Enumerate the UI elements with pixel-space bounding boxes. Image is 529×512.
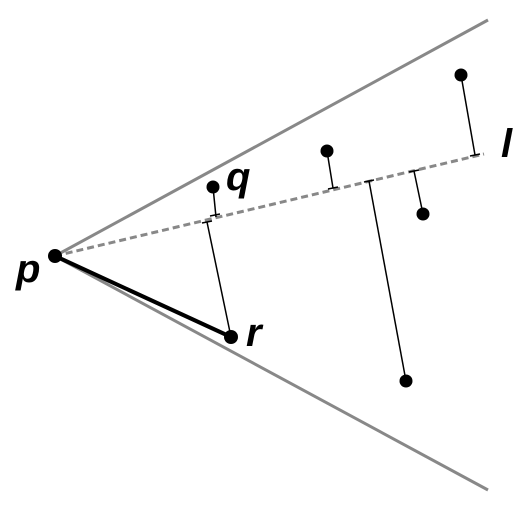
point-p (48, 249, 62, 263)
connector-point-5 (413, 170, 424, 215)
tick-point-3 (327, 186, 339, 190)
tick-q (209, 213, 221, 217)
tick-point-6 (469, 153, 481, 157)
point-5 (416, 207, 430, 221)
connector-point-4 (368, 180, 407, 382)
point-6 (454, 68, 468, 82)
label-p: p (15, 247, 40, 291)
segment-pr (54, 254, 232, 339)
point-4 (399, 374, 413, 388)
tick-point-4 (363, 179, 375, 183)
label-r: r (246, 311, 264, 355)
point-q (206, 180, 220, 194)
upper-boundary-ray (54, 18, 489, 258)
label-q: q (226, 155, 250, 199)
connector-r (206, 221, 232, 338)
dashed-line-l (54, 152, 485, 258)
tick-r (201, 220, 213, 224)
connector-point-6 (460, 74, 476, 156)
point-3 (320, 144, 334, 158)
tick-point-5 (408, 169, 420, 173)
lower-boundary-ray (54, 254, 489, 492)
label-l: l (501, 122, 513, 166)
point-r (224, 330, 238, 344)
